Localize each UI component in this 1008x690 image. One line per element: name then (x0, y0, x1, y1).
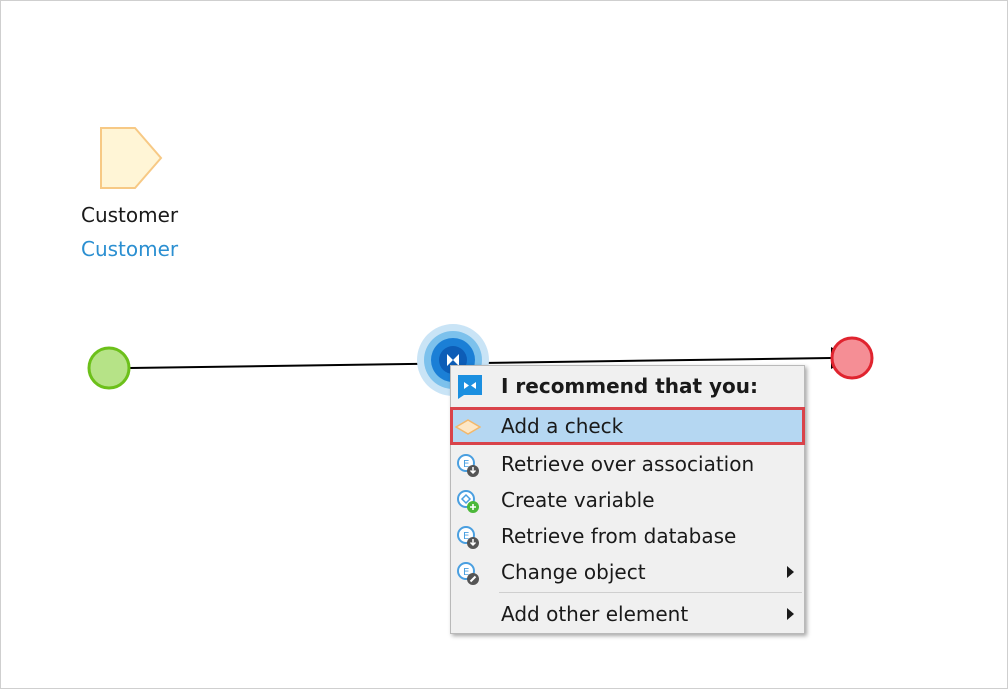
start-event (87, 346, 131, 390)
recommendation-context-menu: I recommend that you: Add a check E Retr… (450, 365, 805, 634)
menu-item-label: Add a check (501, 414, 624, 438)
menu-header: I recommend that you: (451, 366, 804, 404)
submenu-arrow-icon (787, 566, 794, 578)
assistant-logo-icon (458, 375, 482, 399)
menu-item-label: Retrieve from database (501, 524, 737, 548)
end-event (830, 336, 874, 380)
menu-separator (499, 592, 802, 593)
parameter-type[interactable]: Customer (81, 237, 179, 261)
menu-item-retrieve-from-database[interactable]: E Retrieve from database (451, 518, 804, 554)
submenu-arrow-icon (787, 608, 794, 620)
decision-diamond-icon (455, 419, 481, 435)
menu-item-label: Change object (501, 560, 646, 584)
svg-text:E: E (463, 531, 469, 542)
menu-item-change-object[interactable]: E Change object (451, 554, 804, 590)
parameter-shape (100, 127, 163, 189)
menu-item-add-other-element[interactable]: Add other element (451, 596, 804, 632)
retrieve-database-icon: E (457, 526, 479, 549)
menu-item-label: Add other element (501, 602, 689, 626)
menu-header-label: I recommend that you: (501, 374, 759, 398)
menu-item-label: Retrieve over association (501, 452, 755, 476)
menu-item-add-a-check[interactable]: Add a check (450, 407, 805, 445)
svg-text:E: E (463, 567, 469, 578)
retrieve-association-icon: E (457, 454, 479, 477)
create-variable-icon (457, 490, 479, 513)
menu-item-retrieve-over-association[interactable]: E Retrieve over association (451, 446, 804, 482)
svg-text:E: E (463, 459, 469, 470)
menu-item-label: Create variable (501, 488, 655, 512)
parameter-name[interactable]: Customer (81, 203, 179, 227)
menu-item-create-variable[interactable]: Create variable (451, 482, 804, 518)
change-object-icon: E (457, 562, 479, 585)
